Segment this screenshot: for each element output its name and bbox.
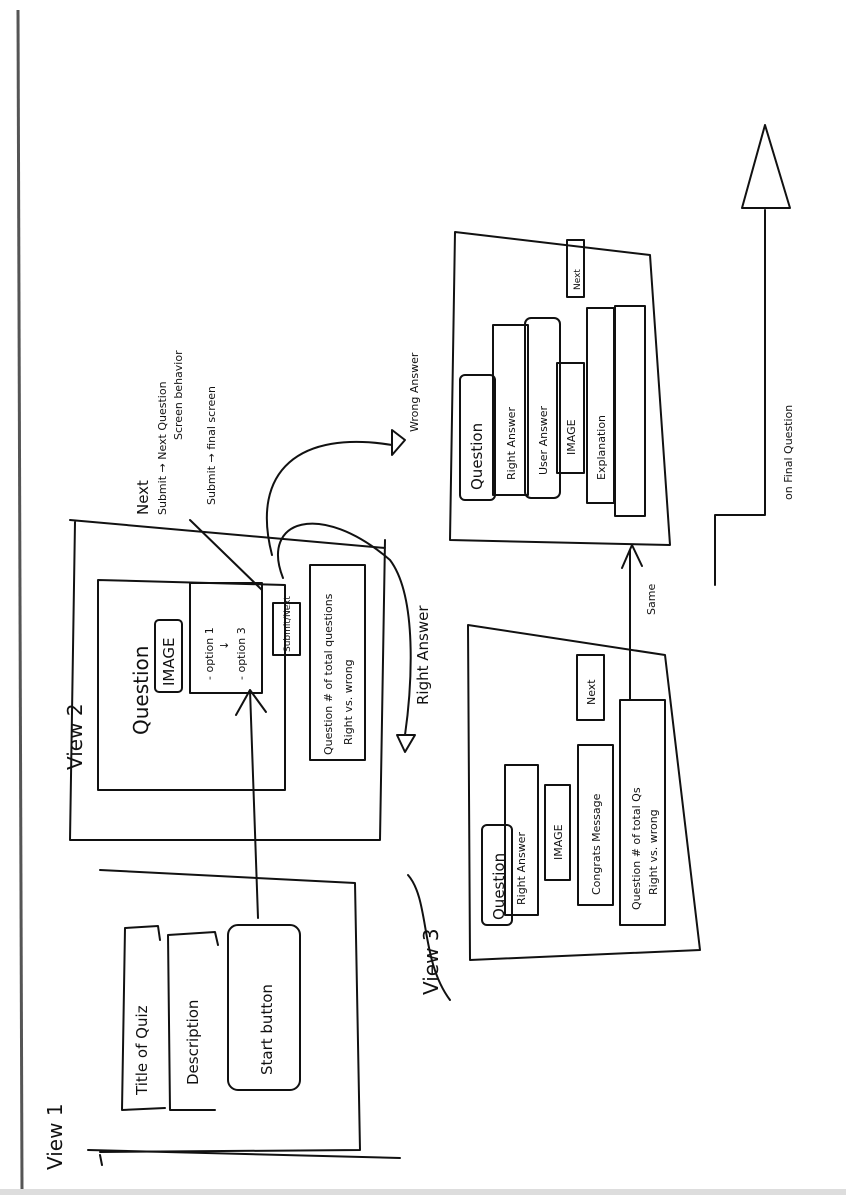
view1-frame xyxy=(99,869,361,1153)
wrong-view-right-answer: Right Answer xyxy=(505,407,518,480)
view1-title-box xyxy=(121,925,166,1111)
view3-frame xyxy=(467,624,701,961)
view2-progress-line1: Question # of total questions xyxy=(322,593,335,755)
annotation-next: Next xyxy=(134,480,152,515)
view2-question-panel xyxy=(97,579,286,791)
view2-progress-box xyxy=(309,564,366,761)
view2-sketch: View 2 Question IMAGE - option 1 ↓ - opt… xyxy=(63,519,386,841)
annotation-right-answer: Right Answer xyxy=(414,605,432,705)
view1-title-field: Title of Quiz xyxy=(133,1005,151,1096)
view3-next-button[interactable] xyxy=(576,654,605,721)
paper-edge xyxy=(16,9,24,1191)
view3-congrats: Congrats Message xyxy=(590,793,603,895)
view2-image-placeholder xyxy=(154,619,183,693)
view2-submit-next-label: Submit/Next xyxy=(283,596,293,652)
view3-sketch: View 3 Question Right Answer IMAGE Congr… xyxy=(407,624,701,1001)
view1-label: View 1 xyxy=(43,1103,67,1170)
view3-right-answer-box xyxy=(504,764,539,916)
view3-right-answer: Right Answer xyxy=(515,832,528,905)
view2-submit-next-button[interactable] xyxy=(272,602,301,656)
view1-description-field: Description xyxy=(184,1000,202,1085)
wrong-answer-view-sketch: Question Right Answer User Answer IMAGE … xyxy=(449,231,671,546)
view2-option-arrow: ↓ xyxy=(218,641,231,650)
view1-underline xyxy=(87,1149,401,1166)
view2-option-first[interactable]: - option 1 xyxy=(203,627,216,680)
view2-option-last[interactable]: - option 3 xyxy=(235,627,248,680)
view2-progress-line2: Right vs. wrong xyxy=(342,659,355,745)
wrong-view-question: Question xyxy=(468,423,486,490)
view2-image-label: IMAGE xyxy=(160,638,178,686)
view3-label: View 3 xyxy=(419,928,443,995)
right-answer-arrow xyxy=(277,522,412,736)
view3-progress-line1: Question # of total Qs xyxy=(630,787,643,910)
wrong-view-next-label: Next xyxy=(573,269,583,290)
annotation-wrong-answer: Wrong Answer xyxy=(408,352,421,432)
wrong-view-question-box xyxy=(459,374,496,501)
start-to-view2-arrow xyxy=(235,689,267,919)
wrong-view-next-button[interactable] xyxy=(566,239,585,298)
view1-start-button[interactable] xyxy=(227,924,301,1091)
wrong-view-progress-box xyxy=(614,305,646,517)
annotation-next-question: Submit → Next Question xyxy=(156,381,169,515)
wrong-view-right-answer-box xyxy=(492,324,529,496)
annotation-final-question: on Final Question xyxy=(782,405,795,500)
view1-description-box xyxy=(167,931,219,1111)
wrong-view-image-placeholder xyxy=(556,362,585,474)
annotation-submit-final: Submit → final screen xyxy=(205,386,218,505)
view3-question: Question xyxy=(490,853,508,920)
annotation-pointer xyxy=(189,519,263,591)
annotation-same: Same xyxy=(645,584,658,615)
wrong-view-image: IMAGE xyxy=(565,419,578,455)
view3-progress-line2: Right vs. wrong xyxy=(647,809,660,895)
wrong-view-user-answer-box xyxy=(524,317,561,499)
view3-image-placeholder xyxy=(544,784,571,881)
view2-options-box[interactable] xyxy=(189,582,263,694)
view3-label-mark xyxy=(407,874,451,1001)
view3-question-box xyxy=(481,824,513,926)
view3-image: IMAGE xyxy=(552,824,565,860)
wrong-answer-arrowhead xyxy=(391,429,406,456)
view2-question: Question xyxy=(129,646,153,735)
wrong-view-user-answer: User Answer xyxy=(537,405,550,475)
view3-progress-box xyxy=(619,699,666,926)
right-answer-arrowhead xyxy=(396,734,416,753)
wrong-answer-arrow xyxy=(266,440,393,556)
final-question-arrowhead xyxy=(741,124,791,209)
final-question-arrow xyxy=(714,209,766,586)
view3-congrats-box xyxy=(577,744,614,906)
wrong-view-explanation: Explanation xyxy=(595,415,608,480)
view3-next-label: Next xyxy=(585,679,598,705)
view1-start-button-label: Start button xyxy=(258,984,276,1075)
view2-label: View 2 xyxy=(63,703,87,770)
annotation-screen-behavior: Screen behavior xyxy=(172,350,185,440)
view1-sketch: View 1 Title of Quiz Description Start b… xyxy=(43,689,401,1170)
view2-frame xyxy=(69,519,386,841)
